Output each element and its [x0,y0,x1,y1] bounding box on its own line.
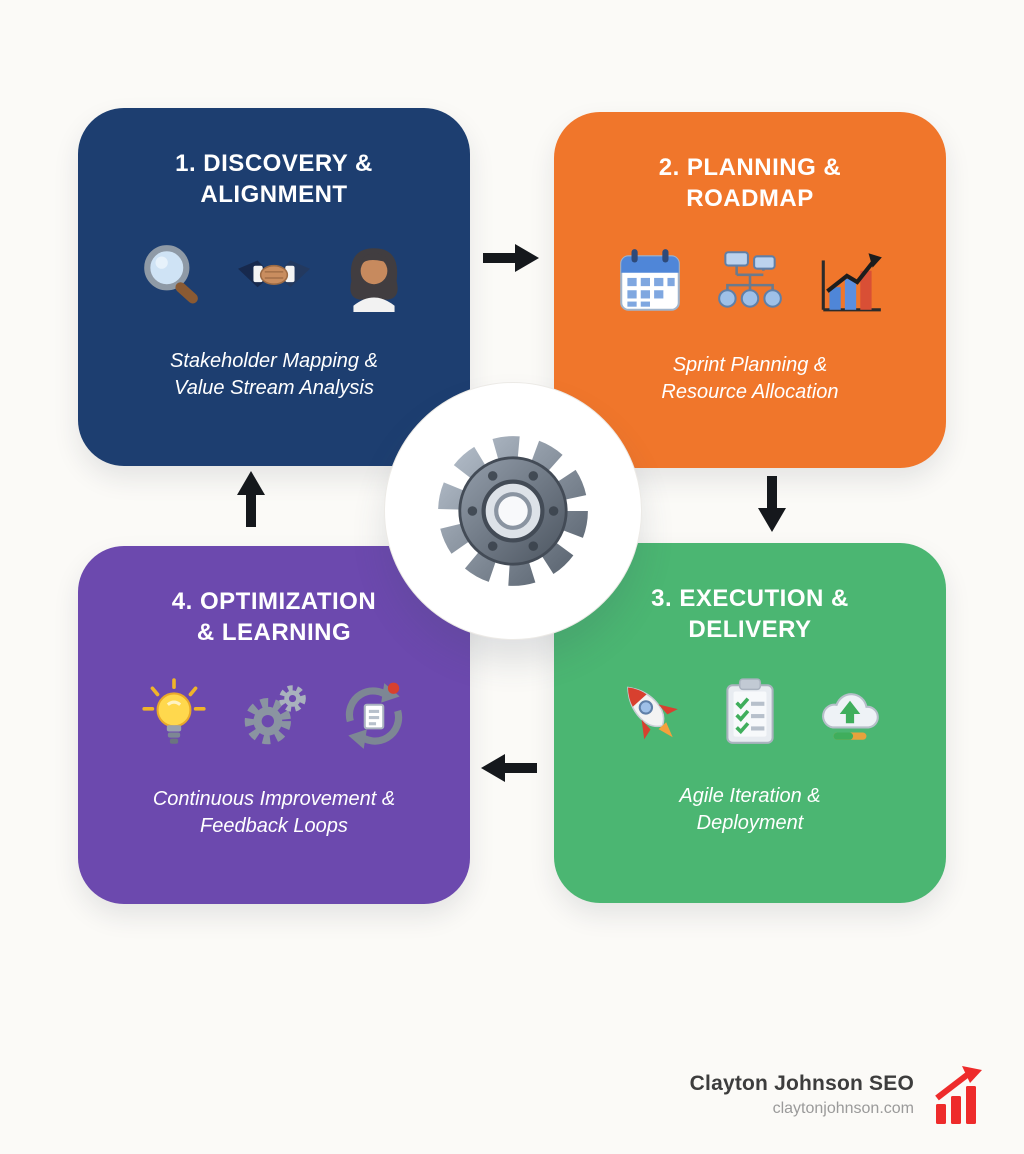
rocket-icon [613,675,687,749]
phase-card-optimization: 4. OPTIMIZATION & LEARNING [78,546,470,904]
phase-subtitle: Agile Iteration & Deployment [679,785,821,835]
phase-subtitle: Sprint Planning & Resource Allocation [661,354,839,404]
feedback-loop-icon [337,678,411,752]
phase-card-planning: 2. PLANNING & ROADMAP [554,112,946,468]
arrow-right-icon [483,244,539,272]
phase-card-execution: 3. EXECUTION & DELIVERY [554,543,946,903]
handshake-icon [237,240,311,314]
footer-brand-block: Clayton Johnson SEO claytonjohnson.com [690,1066,986,1124]
cloud-upload-icon [813,675,887,749]
phase-icon-row [137,678,411,752]
website-url: claytonjohnson.com [772,1100,914,1117]
phase-title: 3. EXECUTION & DELIVERY [651,585,849,644]
brand-chart-logo-icon [934,1066,986,1124]
arrow-left-icon [481,754,537,782]
phase-subtitle: Continuous Improvement & Feedback Loops [152,788,396,838]
growth-chart-icon [813,244,887,318]
person-portrait-icon [337,240,411,314]
phase-title: 1. DISCOVERY & ALIGNMENT [175,150,373,209]
checklist-icon [713,675,787,749]
phase-icon-row [137,240,411,314]
phase-card-discovery: 1. DISCOVERY & ALIGNMENT [78,108,470,466]
magnifier-icon [137,240,211,314]
lightbulb-icon [137,678,211,752]
center-hub [384,382,642,640]
gear-icon [438,436,588,586]
phase-icon-row [613,675,887,749]
phase-title: 4. OPTIMIZATION & LEARNING [171,588,377,647]
brand-name: Clayton Johnson SEO [689,1072,914,1095]
flowchart-icon [713,244,787,318]
phase-icon-row [613,244,887,318]
phase-subtitle: Stakeholder Mapping & Value Stream Analy… [170,350,378,400]
arrow-up-icon [237,471,265,527]
arrow-down-icon [758,476,786,532]
gears-icon [237,678,311,752]
phase-title: 2. PLANNING & ROADMAP [658,154,842,213]
calendar-icon [613,244,687,318]
